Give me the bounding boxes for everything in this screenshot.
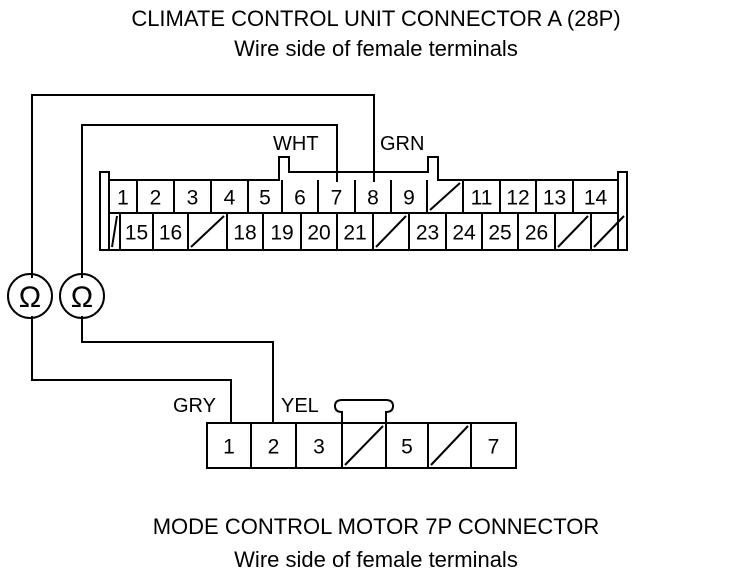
connector-a-terminal-15: 15 <box>125 222 148 245</box>
ohm-symbol-2: Ω <box>71 281 93 314</box>
connector-a-terminal-5: 5 <box>259 187 271 210</box>
motor-connector-title: MODE CONTROL MOTOR 7P CONNECTOR <box>152 514 600 539</box>
connector-a-terminal-21: 21 <box>343 222 366 245</box>
motor-connector-empty-cavity <box>344 425 384 466</box>
wire-gry <box>31 316 232 423</box>
connector-a-terminal-25: 25 <box>488 222 511 245</box>
connector-a-subtitle: Wire side of female terminals <box>234 36 518 61</box>
connector-a-terminal-3: 3 <box>187 187 199 210</box>
connector-a-terminal-4: 4 <box>224 187 236 210</box>
connector-a-terminal-23: 23 <box>416 222 439 245</box>
wire-label-gry: GRY <box>173 395 216 417</box>
connector-a-terminal-7: 7 <box>331 187 343 210</box>
connector-a-empty-cavity <box>557 215 589 248</box>
motor-connector-terminal-7: 7 <box>488 436 500 459</box>
wire-label-wht: WHT <box>273 133 319 155</box>
connector-a-terminal-12: 12 <box>506 187 529 210</box>
connector-a-empty-cavity <box>111 215 118 248</box>
wire-label-grn: GRN <box>380 133 424 155</box>
connector-a-empty-cavity <box>375 215 407 248</box>
connector-a-terminal-9: 9 <box>403 187 415 210</box>
motor-connector-terminal-3: 3 <box>313 436 325 459</box>
connector-a-terminal-14: 14 <box>584 187 608 210</box>
connector-a-empty-cavity <box>429 182 461 211</box>
motor-connector-latch <box>333 399 395 423</box>
wire-label-yel: YEL <box>281 395 319 417</box>
wire-grn <box>31 94 375 278</box>
ohmmeter-2: Ω <box>59 273 105 319</box>
connector-a-terminal-26: 26 <box>525 222 548 245</box>
motor-connector-subtitle: Wire side of female terminals <box>234 547 518 572</box>
motor-connector-terminal-2: 2 <box>268 436 280 459</box>
wire-yel <box>81 316 274 423</box>
connector-a-empty-cavity <box>593 215 625 248</box>
ohmmeter-1: Ω <box>7 273 53 319</box>
connector-a-terminal-2: 2 <box>150 187 162 210</box>
motor-connector-outline <box>206 422 517 469</box>
connector-a-terminal-1: 1 <box>117 187 129 210</box>
motor-connector-empty-cavity <box>430 425 469 466</box>
motor-connector-terminal-1: 1 <box>223 436 235 459</box>
connector-a-terminal-11: 11 <box>471 187 493 210</box>
connector-a-title: CLIMATE CONTROL UNIT CONNECTOR A (28P) <box>131 6 621 31</box>
connector-a-empty-cavity <box>190 215 225 248</box>
motor-connector-terminal-5: 5 <box>401 436 413 459</box>
connector-a-terminal-13: 13 <box>543 187 566 210</box>
connector-a-terminal-20: 20 <box>307 222 330 245</box>
connector-a-terminal-19: 19 <box>270 222 293 245</box>
wire-wht <box>81 124 338 278</box>
connector-a-terminal-18: 18 <box>233 222 256 245</box>
connector-a-outline <box>99 156 628 251</box>
connector-a-terminal-6: 6 <box>294 187 306 210</box>
ohm-symbol-1: Ω <box>19 281 41 314</box>
connector-a-terminal-16: 16 <box>159 222 182 245</box>
connector-a-terminal-8: 8 <box>367 187 379 210</box>
connector-a-terminal-24: 24 <box>452 222 476 245</box>
